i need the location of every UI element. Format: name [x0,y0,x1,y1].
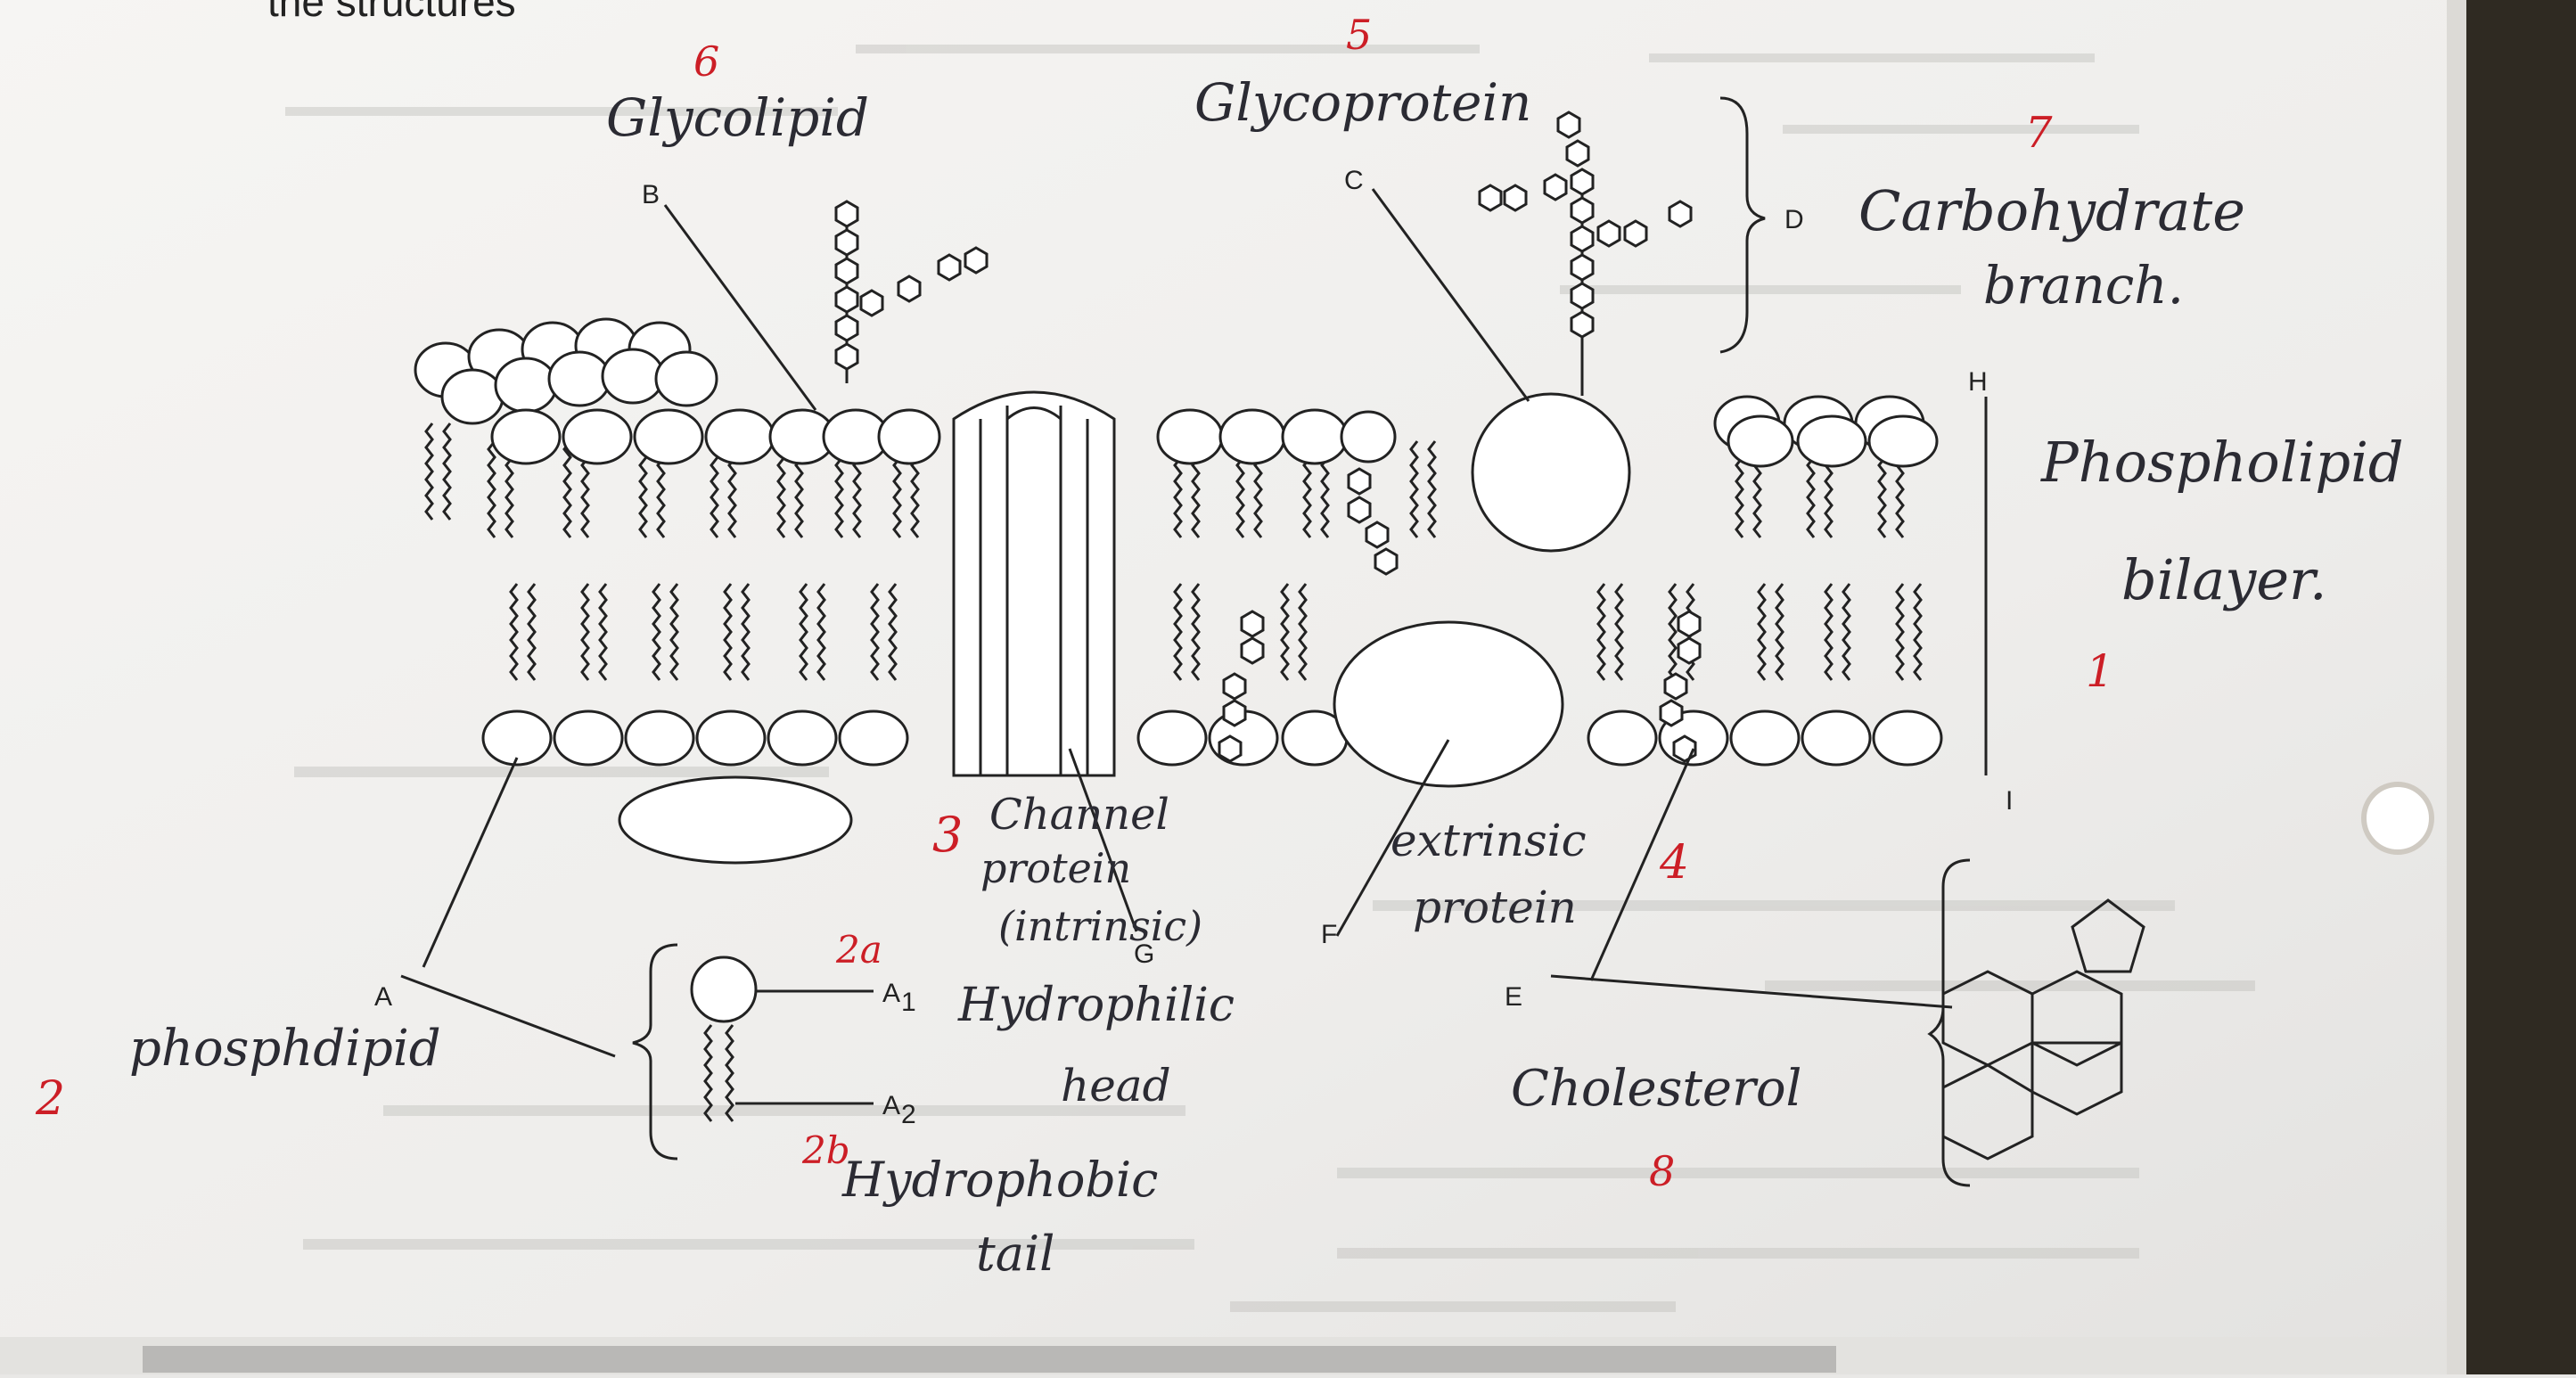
glycolipid-chain [834,200,989,383]
channel-label-1: Channel [989,790,1169,840]
label-d: D [1784,205,1804,234]
carbohydrate-label-2: branch. [1983,255,2184,316]
punch-hole [2361,782,2434,855]
channel-label-3: (intrinsic) [998,902,1202,950]
glycoprotein [1471,111,1693,553]
number-5: 5 [1346,11,1372,59]
number-7: 7 [2025,108,2053,158]
number-1: 1 [2086,645,2114,697]
extrinsic-label-1: extrinsic [1391,815,1587,866]
channel-label-2: protein [980,844,1131,892]
bracket-d [1719,96,1766,354]
extrinsic-protein [1333,620,1564,788]
label-g: G [1134,939,1154,969]
label-e: E [1505,982,1522,1012]
cholesterol-label: Cholesterol [1511,1060,1801,1118]
number-3: 3 [932,807,963,863]
label-a2-sub: 2 [901,1100,916,1129]
label-a1-sub: 1 [901,988,916,1017]
label-f: F [1321,920,1337,949]
glycoprotein-label: Glycoprotein [1194,72,1531,133]
glycolipid-label: Glycolipid [606,87,869,148]
leader-lines [400,188,1953,1105]
hydrophilic-label-1: Hydrophilic [957,979,1235,1032]
header-text: the structures [267,0,516,25]
number-2: 2 [35,1072,65,1126]
number-6: 6 [693,37,719,86]
next-line-text [143,1346,1836,1373]
label-a2: A [882,1091,900,1120]
phospholipid-side-label: phosphdipid [129,1020,441,1078]
channel-protein [952,390,1116,777]
phospholipid-label: Phospholipid [2040,430,2404,495]
number-8: 8 [1649,1147,1675,1195]
cholesterol-structure [1927,858,2145,1187]
hydrophobic-label-1: Hydrophobic [841,1152,1158,1208]
bilayer-label: bilayer. [2121,547,2327,612]
number-2a: 2a [835,928,882,972]
label-c: C [1344,166,1364,195]
number-4: 4 [1659,836,1689,890]
hydrophobic-label-2: tail [976,1226,1054,1282]
label-i: I [2006,786,2013,816]
label-h: H [1968,367,1988,397]
extrinsic-label-2: protein [1413,882,1577,933]
label-a: A [374,982,392,1012]
label-a1: A [882,979,900,1008]
hydrophilic-label-2: head [1061,1060,1171,1111]
label-b: B [642,180,660,209]
desk-edge [2460,0,2576,1374]
peripheral-protein [618,775,853,865]
paper-edge [2447,0,2466,1374]
phospholipid-detail [632,943,758,1161]
number-2b: 2b [801,1128,850,1172]
paper-bottom [0,1337,2447,1374]
bleed-through-text [285,45,2255,1312]
phospholipid-bilayer [414,317,1943,767]
carbohydrate-label: Carbohydrate [1858,178,2245,243]
